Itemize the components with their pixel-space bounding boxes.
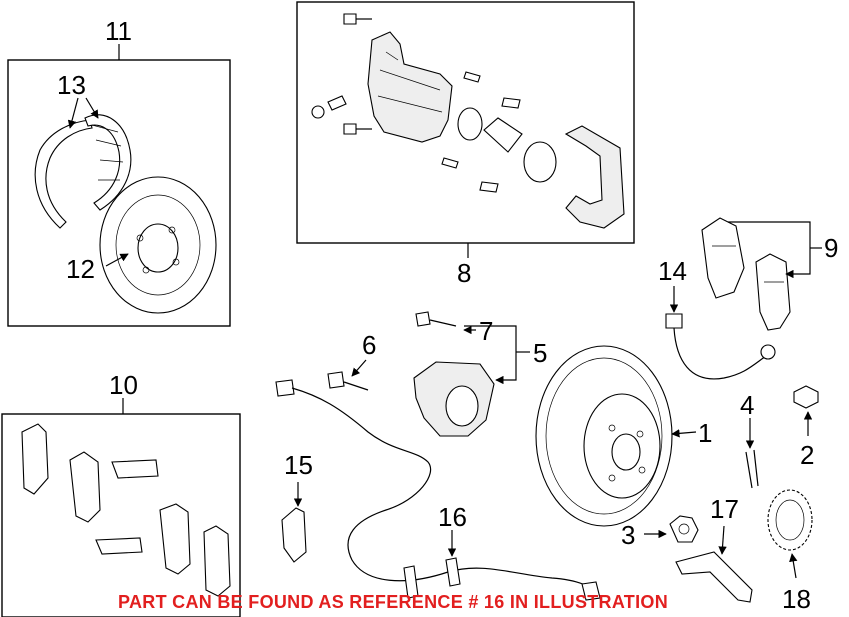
callout-5: 5 [533,338,547,368]
hub-nut [669,515,699,543]
group-1-rotor: 1 [535,345,712,527]
brake-pad-outer [755,253,791,331]
leader-1 [671,429,697,438]
tone-ring [767,489,813,551]
callout-14: 14 [658,256,687,286]
piston [483,117,523,153]
callout-6: 6 [362,330,376,360]
pad-detail [712,245,784,283]
caliper-bracket [564,125,625,229]
bolt-6-head [327,371,345,389]
dust-cap [793,385,819,409]
shim-right-b [203,525,231,597]
callout-17: 17 [710,494,739,524]
group-15-bracket: 15 [281,450,313,563]
pin-boot-bottom [479,181,499,193]
box-8 [296,1,635,244]
backing-plate-hub [137,223,179,273]
group-4-clip: 4 [740,390,759,489]
leader-12 [105,253,129,267]
sensor-grommet-a [403,565,419,599]
brake-hose [673,327,767,380]
callout-2: 2 [800,440,814,470]
sensor-grommet-b [445,557,461,587]
group-16-abs-sensor: 16 [275,379,601,601]
sensor-tip [581,581,601,601]
reference-notice: PART CAN BE FOUND AS REFERENCE # 16 IN I… [118,592,668,612]
tone-ring-inner [775,499,805,541]
hose-fitting [665,313,683,329]
dust-boot [523,141,557,183]
brake-pad-inner [701,217,745,299]
callout-12: 12 [66,254,95,284]
bolt-lower [343,123,357,135]
shim-left [21,423,49,495]
bolt-top [343,13,357,25]
shim-right-a [159,503,191,575]
sensor-clip [281,507,307,563]
callout-7: 7 [479,316,493,346]
hose-end [760,344,776,360]
leader-13b [85,97,99,119]
leader-13a [67,97,79,129]
callout-8: 8 [457,258,471,288]
caliper-detail [377,51,443,113]
callout-10: 10 [109,370,138,400]
piston-seal [457,107,483,141]
callout-3: 3 [621,520,635,550]
sensor-wire [291,387,601,597]
brake-shoe-left [34,119,93,229]
group-11-parking-brake: 11 13 12 [7,16,231,327]
callout-9: 9 [824,233,838,263]
caliper-body [367,31,453,143]
callout-18: 18 [782,584,811,614]
shim-mid [69,451,101,523]
shoe-lining [91,124,124,181]
group-8-caliper: 8 [296,1,635,288]
hub-center [445,385,479,427]
leader-18 [789,553,798,579]
group-2-cap: 2 [793,385,819,470]
callout-16: 16 [438,502,467,532]
guide-pin-bottom [441,157,459,169]
leader-5 [464,325,517,385]
group-14-brake-hose: 14 [658,256,776,380]
group-5-hub: 7 5 6 [327,311,547,437]
group-3-nut: 3 [621,515,699,550]
sensor-bracket [675,551,753,603]
bleeder-cap [311,105,325,119]
group-18-tone-ring: 18 [767,489,813,614]
callout-4: 4 [740,390,754,420]
box-10 [1,413,241,617]
callout-1: 1 [698,418,712,448]
bleeder-screw [327,95,347,111]
pin-boot-top [501,97,521,109]
guide-pin-top [463,71,481,83]
hub-bolt-head [415,311,431,327]
callout-15: 15 [284,450,313,480]
group-10-hardware: 10 [1,370,241,617]
callout-11: 11 [105,16,132,46]
clip-4 [745,449,759,489]
clip-top [111,459,159,479]
clip-bottom [95,537,143,555]
backing-plate-ring [115,194,201,296]
rotor-center-hole [611,433,641,471]
sensor-connector [275,379,295,397]
rotor-inner-edge [545,357,663,515]
group-17-bracket: 17 [675,494,753,603]
group-9-brake-pads: 9 [701,217,838,331]
brake-shoe-right [84,114,132,211]
leader-6 [351,359,367,377]
leader-17 [718,525,727,555]
callout-13: 13 [57,70,86,100]
